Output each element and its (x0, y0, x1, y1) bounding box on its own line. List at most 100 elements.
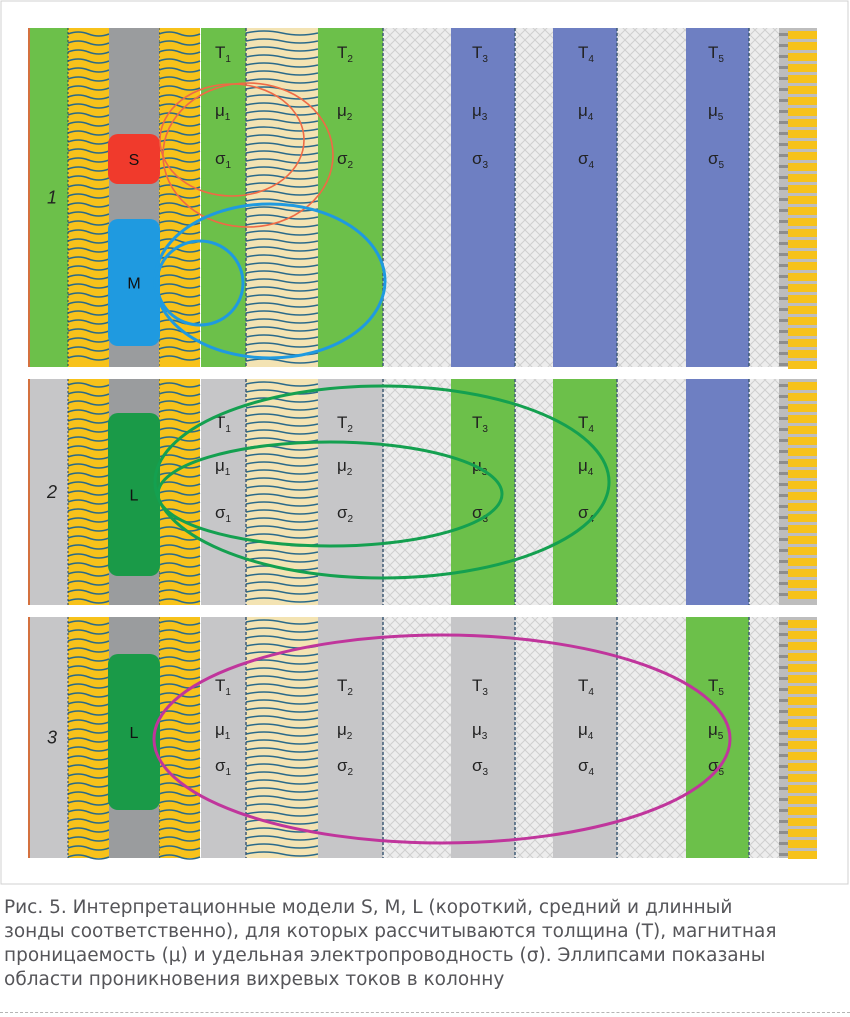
zone-5-conductivity-label: σ5 (708, 756, 725, 778)
panel-number: 1 (47, 188, 57, 208)
formation-tick (779, 308, 788, 311)
formation-brick (788, 642, 817, 650)
eddy-current-ellipse (153, 384, 611, 580)
formation-tick (779, 798, 788, 801)
formation-brick (788, 653, 817, 661)
probe-l-label: L (130, 488, 139, 505)
tubing-wave-lines (67, 620, 110, 860)
formation-brick (788, 251, 817, 259)
formation-tick (779, 220, 788, 223)
formation-tick (779, 699, 788, 702)
zone-2-column (318, 379, 383, 605)
formation-brick (788, 492, 817, 500)
zone-1-thickness-label: T1 (215, 676, 231, 698)
formation-brick (788, 86, 817, 94)
formation-brick (788, 829, 817, 837)
formation-brick (788, 240, 817, 248)
formation-brick (788, 840, 817, 848)
caption-line-4: области проникновения вихревых токов в к… (4, 969, 505, 990)
zone-4-permeability-label: μ4 (578, 456, 594, 478)
formation-brick (788, 404, 817, 412)
probe-s (108, 134, 160, 184)
formation-tick (779, 77, 788, 80)
probe-l (108, 654, 160, 810)
formation-tick (779, 633, 788, 636)
formation-brick (788, 350, 817, 358)
formation-brick (788, 64, 817, 72)
formation-tick (779, 319, 788, 322)
zone-4-conductivity-label: σ4 (578, 149, 595, 171)
formation-tick (779, 417, 788, 420)
zone-2-permeability-label: μ2 (337, 456, 353, 478)
formation-tick (779, 165, 788, 168)
annulus-mesh (515, 617, 553, 858)
formation-tick (779, 439, 788, 442)
formation-tick (779, 483, 788, 486)
formation-tick (779, 275, 788, 278)
formation-brick (788, 42, 817, 50)
formation-brick (788, 525, 817, 533)
borehole-column (29, 617, 68, 858)
formation-brick (788, 339, 817, 347)
zone-5-conductivity-label: σ5 (708, 149, 725, 171)
formation-tick (779, 242, 788, 245)
zone-5-column (686, 617, 749, 858)
formation-tick (779, 341, 788, 344)
formation-tick (779, 677, 788, 680)
zone-4-column (553, 28, 617, 367)
zone-2-conductivity-label: σ2 (337, 149, 354, 171)
formation-tick (779, 176, 788, 179)
zone-2-conductivity-label: σ2 (337, 756, 354, 778)
formation-brick (788, 459, 817, 467)
formation-tick (779, 384, 788, 387)
formation-brick (788, 141, 817, 149)
annulus-mesh (749, 617, 779, 858)
formation-tick (779, 571, 788, 574)
zone-2-column (318, 617, 383, 858)
tubing-wave-lines (67, 31, 110, 361)
formation-brick (788, 580, 817, 588)
zone-5-thickness-label: T5 (708, 43, 724, 65)
formation-brick (788, 119, 817, 127)
formation-tick (779, 809, 788, 812)
zone-4-permeability-label: μ4 (578, 720, 594, 742)
formation-brick (788, 569, 817, 577)
zone-1-thickness-label: T1 (215, 43, 231, 65)
zone-4-permeability-label: μ4 (578, 101, 594, 123)
formation-brick (788, 796, 817, 804)
cement-wave-lines (245, 381, 319, 603)
zone-2-permeability-label: μ2 (337, 720, 353, 742)
zone-3-column (451, 617, 515, 858)
formation-tick (779, 363, 788, 366)
formation-brick (788, 503, 817, 511)
zone-3-column (451, 28, 515, 367)
annulus-mesh (383, 28, 451, 367)
borehole-column (29, 379, 68, 605)
formation-brick (788, 730, 817, 738)
zone-4-conductivity-label: σ4 (578, 756, 595, 778)
formation-brick (788, 218, 817, 226)
zone-5-column (686, 379, 749, 605)
zone-3-thickness-label: T3 (472, 413, 488, 435)
formation-tick (779, 560, 788, 563)
formation-brick (788, 196, 817, 204)
formation-tick (779, 330, 788, 333)
formation-brick (788, 481, 817, 489)
annulus-mesh (749, 379, 779, 605)
zone-1-column (201, 379, 246, 605)
formation-tick (779, 831, 788, 834)
formation-brick (788, 558, 817, 566)
probe-s-label: S (129, 152, 140, 169)
formation-tick (779, 253, 788, 256)
formation-tick (779, 593, 788, 596)
formation-brick (788, 382, 817, 390)
formation-brick (788, 130, 817, 138)
probe-l-label: L (130, 725, 139, 742)
formation-brick (788, 470, 817, 478)
formation-brick (788, 328, 817, 336)
formation-brick (788, 75, 817, 83)
annulus-mesh (383, 379, 451, 605)
annulus-mesh (515, 28, 553, 367)
formation-brick (788, 426, 817, 434)
